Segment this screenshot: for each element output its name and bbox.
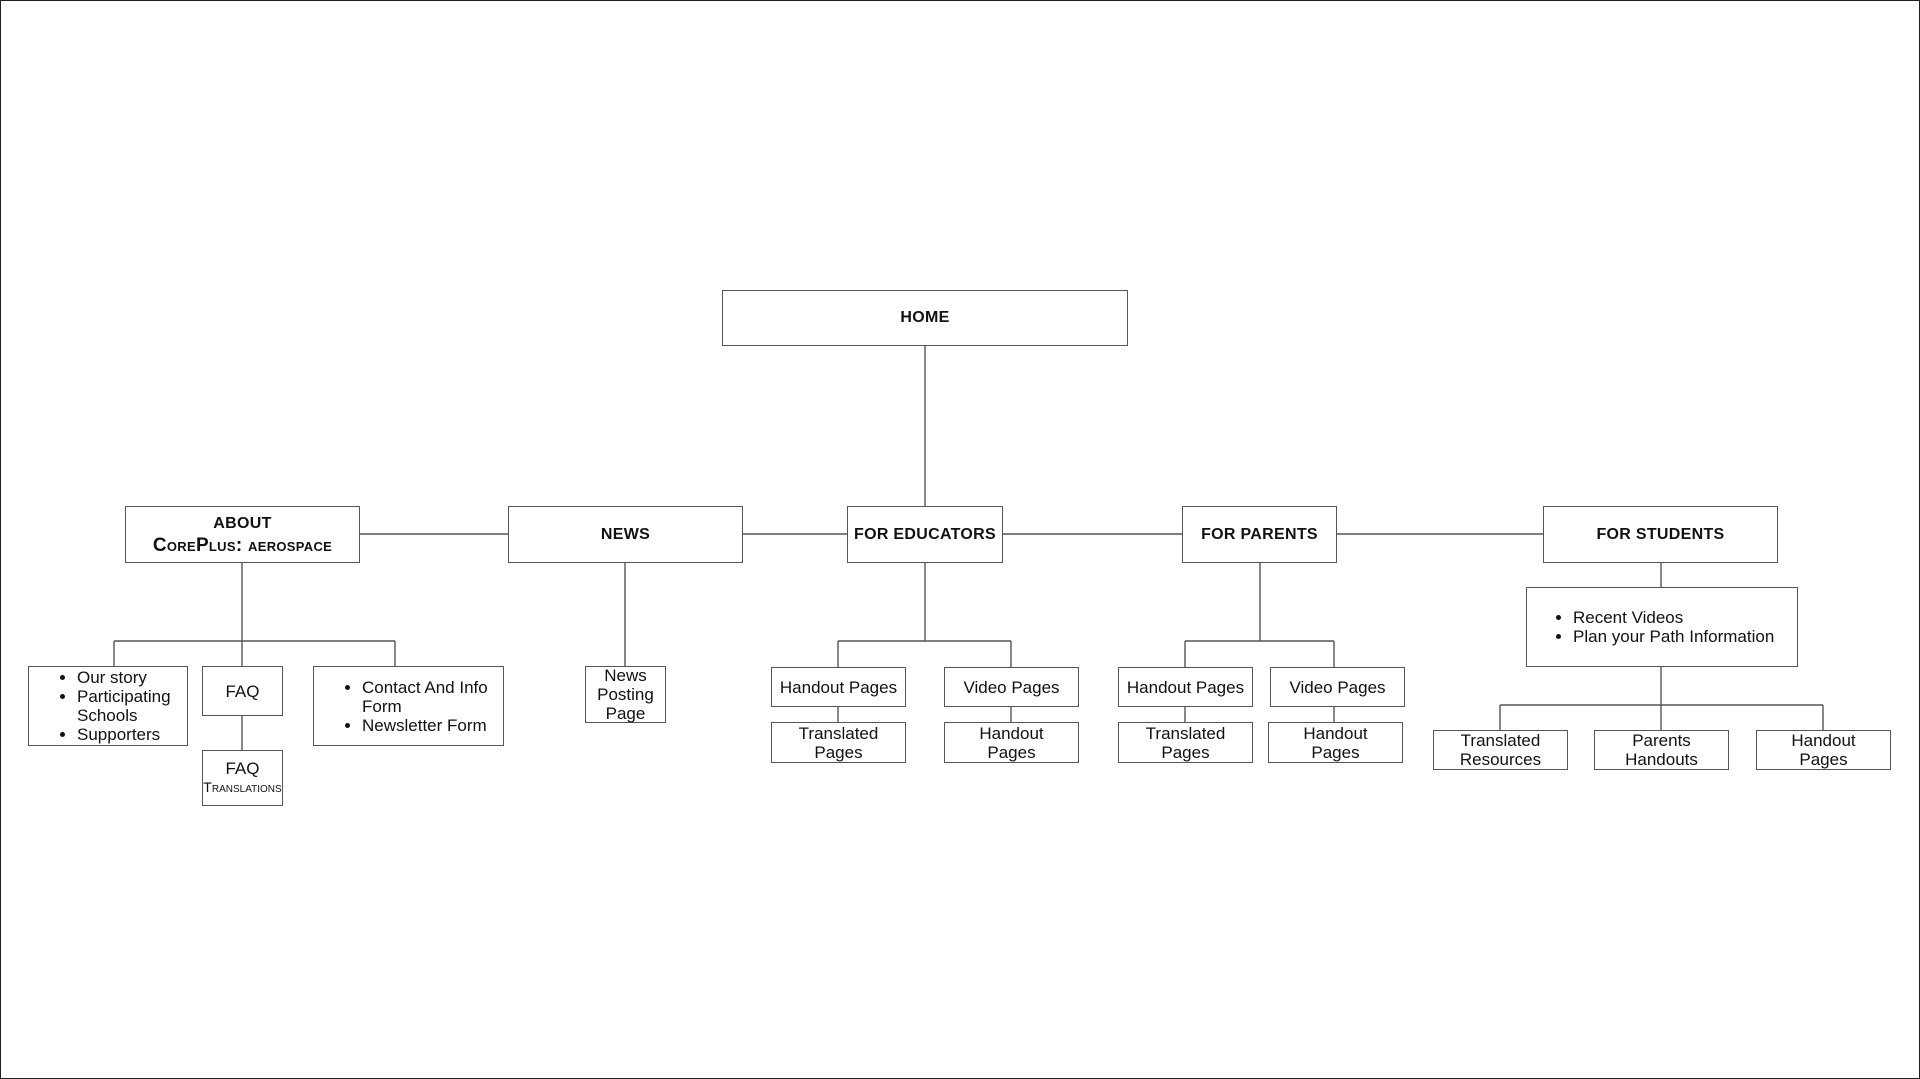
about-list-item: Supporters bbox=[77, 725, 187, 744]
faq-translations-sublabel: Translations bbox=[203, 779, 282, 795]
for-parents-label: FOR PARENTS bbox=[1201, 525, 1318, 543]
contact-list-item: Newsletter Form bbox=[362, 716, 503, 735]
parents-handout-pages-label: Handout Pages bbox=[1126, 677, 1245, 697]
educators-handout-pages-label: Handout Pages bbox=[779, 677, 898, 697]
educators-translated-pages-node: Translated Pages bbox=[771, 722, 906, 763]
news-label: NEWS bbox=[600, 525, 651, 543]
for-students-label: FOR STUDENTS bbox=[1596, 525, 1725, 543]
parents-video-pages-node: Video Pages bbox=[1270, 667, 1405, 707]
students-pages-list: Recent Videos Plan your Path Information bbox=[1526, 587, 1798, 667]
educators-handout-pages-node: Handout Pages bbox=[771, 667, 906, 707]
educators-video-pages-node: Video Pages bbox=[944, 667, 1079, 707]
educators-video-pages-label: Video Pages bbox=[963, 677, 1060, 697]
students-parents-handouts-label: Parents Handouts bbox=[1625, 731, 1698, 769]
students-handout-pages-node: Handout Pages bbox=[1756, 730, 1891, 770]
faq-translations-node: FAQ Translations bbox=[202, 750, 283, 806]
about-node: ABOUT CorePlus: aerospace bbox=[125, 506, 360, 563]
parents-video-pages-label: Video Pages bbox=[1289, 677, 1386, 697]
parents-translated-pages-label: Translated Pages bbox=[1145, 723, 1226, 762]
students-parents-handouts-node: Parents Handouts bbox=[1594, 730, 1729, 770]
educators-handout-pages-sub-label: Handout Pages bbox=[979, 723, 1044, 762]
students-translated-resources-label: Translated Resources bbox=[1459, 731, 1542, 769]
parents-handout-pages-sub-label: Handout Pages bbox=[1303, 723, 1368, 762]
news-posting-node: News Posting Page bbox=[585, 666, 666, 723]
students-list-item: Recent Videos bbox=[1573, 608, 1774, 627]
about-label: ABOUT bbox=[213, 514, 272, 532]
parents-translated-pages-node: Translated Pages bbox=[1118, 722, 1253, 763]
about-pages-list: Our story Participating Schools Supporte… bbox=[28, 666, 188, 746]
contact-list-item: Contact And Info Form bbox=[362, 678, 503, 716]
for-parents-node: FOR PARENTS bbox=[1182, 506, 1337, 563]
students-handout-pages-label: Handout Pages bbox=[1791, 731, 1856, 769]
faq-translations-label: FAQ bbox=[225, 759, 260, 778]
contact-pages-list: Contact And Info Form Newsletter Form bbox=[313, 666, 504, 746]
students-translated-resources-node: Translated Resources bbox=[1433, 730, 1568, 770]
news-node: NEWS bbox=[508, 506, 743, 563]
for-educators-label: FOR EDUCATORS bbox=[854, 525, 996, 543]
for-students-node: FOR STUDENTS bbox=[1543, 506, 1778, 563]
parents-handout-pages-node: Handout Pages bbox=[1118, 667, 1253, 707]
about-list-item: Our story bbox=[77, 668, 187, 687]
faq-node: FAQ bbox=[202, 666, 283, 716]
home-label: HOME bbox=[900, 309, 950, 326]
about-brand-label: CorePlus: aerospace bbox=[152, 534, 333, 556]
news-posting-label: News Posting Page bbox=[597, 666, 654, 723]
parents-handout-pages-sub-node: Handout Pages bbox=[1268, 722, 1403, 763]
about-list-item: Participating Schools bbox=[77, 687, 187, 725]
educators-translated-pages-label: Translated Pages bbox=[798, 723, 879, 762]
students-list-item: Plan your Path Information bbox=[1573, 627, 1774, 646]
home-node: HOME bbox=[722, 290, 1128, 346]
educators-handout-pages-sub-node: Handout Pages bbox=[944, 722, 1079, 763]
for-educators-node: FOR EDUCATORS bbox=[847, 506, 1003, 563]
faq-label: FAQ bbox=[225, 681, 260, 701]
